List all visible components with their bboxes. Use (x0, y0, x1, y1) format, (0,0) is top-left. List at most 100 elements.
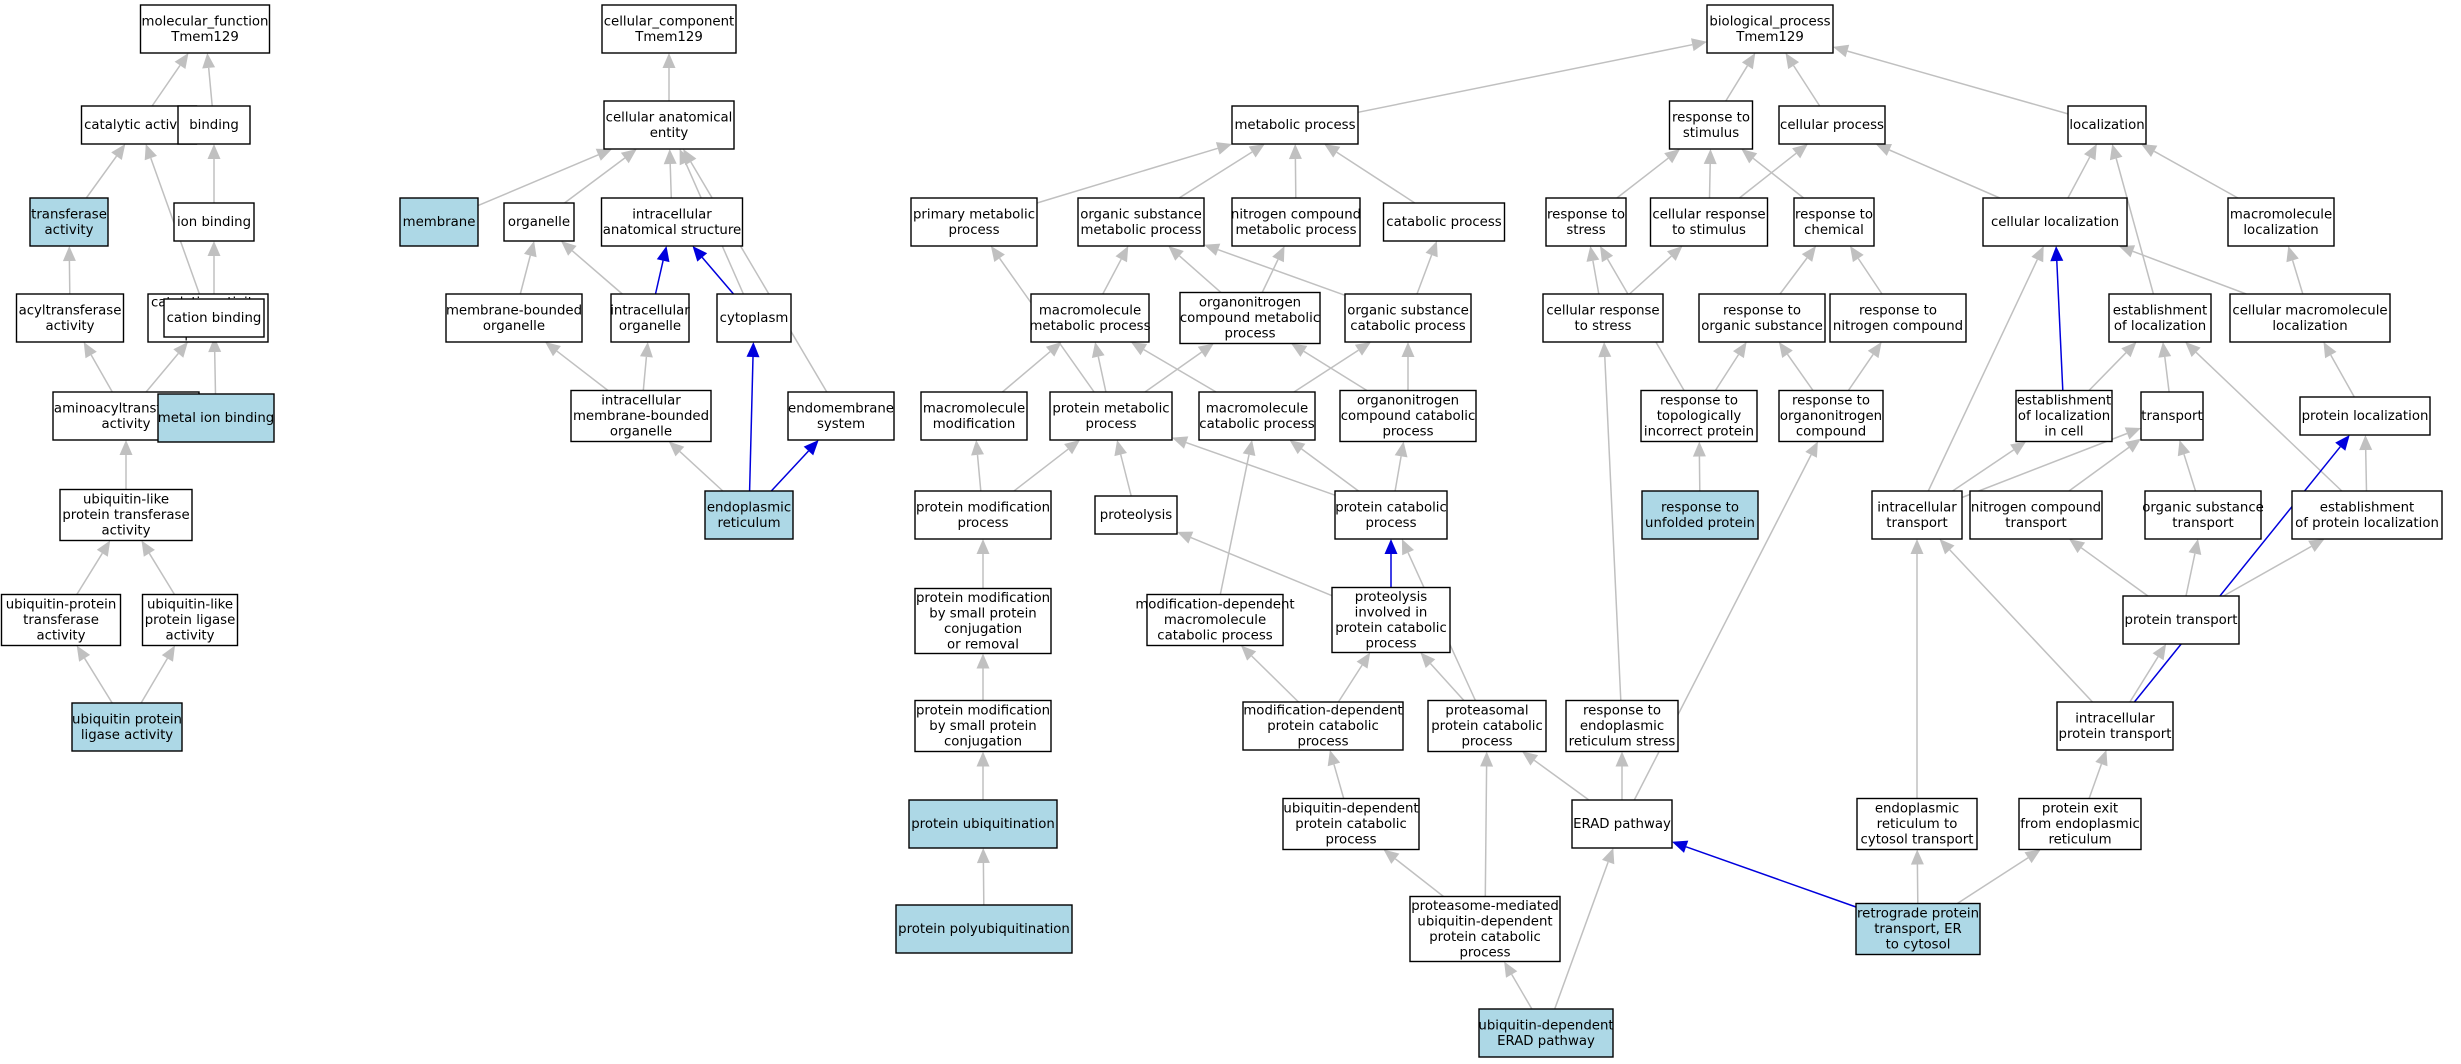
go-term-node-cytoplasm[interactable]: cytoplasm (716, 293, 792, 343)
node-box (1334, 490, 1448, 540)
go-term-node-mod-dep-macro[interactable]: modification-dependentmacromoleculecatab… (1135, 593, 1295, 647)
go-term-node-localization[interactable]: localization (2067, 105, 2147, 145)
arrowhead-resp_orgN-to-resp_n_comp (1867, 342, 1882, 359)
go-term-node-prot-polyubiq[interactable]: protein polyubiquitination (895, 904, 1073, 954)
node-box (1478, 1008, 1614, 1058)
go-term-node-proteasome-med[interactable]: proteasome-mediatedubiquitin-dependentpr… (1409, 895, 1561, 963)
edge-cell_macro_loc-to-macro_loc (2291, 260, 2304, 295)
arrowhead-ic_transport-to-transport (2124, 427, 2141, 440)
node-label-line: cellular process (1780, 118, 1884, 133)
go-term-node-catabolic[interactable]: catabolic process (1382, 202, 1506, 242)
node-label-line: molecular_function (142, 14, 269, 29)
edge-resp_orgN-to-resp_org_sub (1786, 353, 1814, 391)
go-term-node-cell-proc[interactable]: cellular process (1778, 105, 1886, 145)
node-label-line: endomembrane (788, 401, 894, 416)
go-term-node-binding[interactable]: binding (177, 105, 251, 145)
node-box (704, 490, 794, 540)
arrowhead-retrograde-to-erad (1672, 840, 1689, 853)
node-label-line: ubiquitin-like (147, 598, 233, 613)
go-term-node-transport[interactable]: transport (2140, 391, 2204, 441)
node-label-line: in cell (2044, 425, 2083, 440)
node-label-line: catabolic process (1350, 319, 1465, 334)
node-label-line: by small protein (929, 719, 1036, 734)
node-label-line: catabolic process (1386, 215, 1501, 230)
node-label-line: organic substance (2142, 500, 2264, 515)
go-term-node-proteolysis[interactable]: proteolysis (1094, 495, 1178, 535)
go-term-node-ion-binding[interactable]: ion binding (173, 202, 255, 242)
go-term-node-metal-ion[interactable]: metal ion binding (157, 393, 275, 443)
go-term-node-cation-binding[interactable]: cation binding (163, 298, 265, 338)
go-term-node-prot-transport[interactable]: protein transport (2122, 595, 2240, 645)
go-term-node-erad[interactable]: ERAD pathway (1571, 799, 1673, 849)
go-term-node-metabolic[interactable]: metabolic process (1231, 105, 1359, 145)
edge-ic_prot_transport-to-prot_transport (2129, 656, 2159, 703)
go-term-node-organelle[interactable]: organelle (503, 202, 575, 242)
go-term-node-cell-loc[interactable]: cellular localization (1982, 197, 2128, 247)
go-term-node-membrane[interactable]: membrane (399, 197, 479, 247)
edge-macro_loc-to-localization (2153, 150, 2239, 199)
go-term-node-prot-loc[interactable]: protein localization (2299, 396, 2431, 436)
node-label-line: metabolic process (1029, 319, 1150, 334)
node-box (1698, 293, 1826, 343)
go-term-node-prot-ubiq[interactable]: protein ubiquitination (908, 799, 1058, 849)
